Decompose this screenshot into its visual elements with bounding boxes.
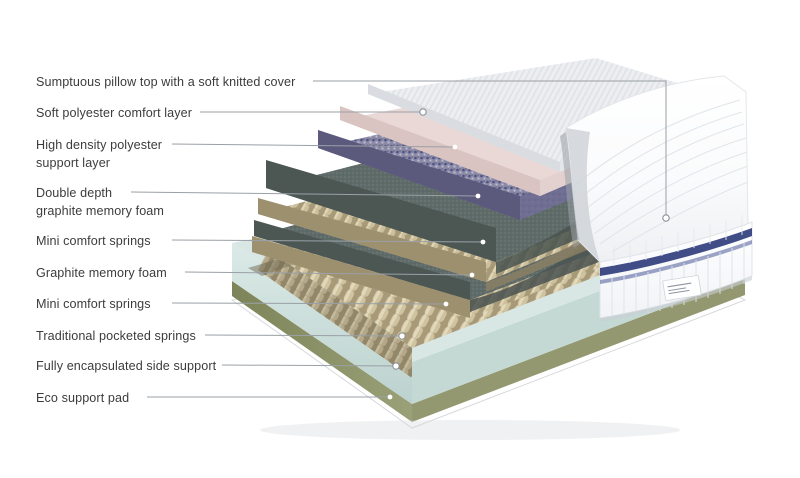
callout-dot-fully-encapsulated-side-support — [392, 362, 400, 370]
callout-dot-double-depth-graphite-memory-foam — [475, 193, 481, 199]
callout-dot-pillow-top — [662, 214, 670, 222]
callout-dot-soft-polyester-comfort-layer — [419, 108, 427, 116]
leader-line-graphite-memory-foam — [184, 271, 473, 276]
leader-line-high-density-polyester-support-layer — [171, 143, 456, 148]
callout-label-mini-comfort-springs-lower: Mini comfort springs — [36, 297, 151, 311]
callout-dot-traditional-pocketed-springs — [398, 332, 406, 340]
callout-dot-high-density-polyester-support-layer — [452, 144, 458, 150]
leader-line-pillow-top — [313, 80, 667, 218]
leader-line-fully-encapsulated-side-support — [221, 364, 397, 367]
leader-line-traditional-pocketed-springs — [204, 334, 403, 337]
mattress-body-right — [560, 75, 753, 322]
leader-line-mini-comfort-springs-upper — [171, 239, 484, 243]
ground-shadow — [260, 420, 680, 440]
callout-label-double-depth-graphite-memory-foam: Double depth graphite memory foam — [36, 186, 164, 218]
callout-dot-graphite-memory-foam — [469, 272, 475, 278]
leader-line-double-depth-graphite-memory-foam — [130, 191, 479, 197]
callout-label-soft-polyester-comfort-layer: Soft polyester comfort layer — [36, 106, 193, 120]
layer-eco-support-pad — [232, 281, 412, 422]
callout-dot-eco-support-pad — [387, 394, 393, 400]
callout-dot-mini-comfort-springs-upper — [480, 239, 486, 245]
callout-dot-mini-comfort-springs-lower — [443, 301, 449, 307]
callout-label-eco-support-pad: Eco support pad — [36, 391, 130, 405]
callout-label-mini-comfort-springs-upper: Mini comfort springs — [36, 234, 151, 248]
mattress-brand-label — [662, 275, 702, 301]
callout-label-graphite-memory-foam: Graphite memory foam — [36, 266, 167, 280]
callout-label-high-density-polyester-support-layer: High density polyester support layer — [36, 138, 163, 170]
callout-label-traditional-pocketed-springs: Traditional pocketed springs — [36, 329, 196, 343]
callout-label-pillow-top: Sumptuous pillow top with a soft knitted… — [36, 75, 296, 89]
layer-pocketed-springs-cutface — [258, 250, 412, 378]
callout-label-fully-encapsulated-side-support: Fully encapsulated side support — [36, 359, 217, 373]
leader-line-mini-comfort-springs-lower — [171, 302, 447, 305]
